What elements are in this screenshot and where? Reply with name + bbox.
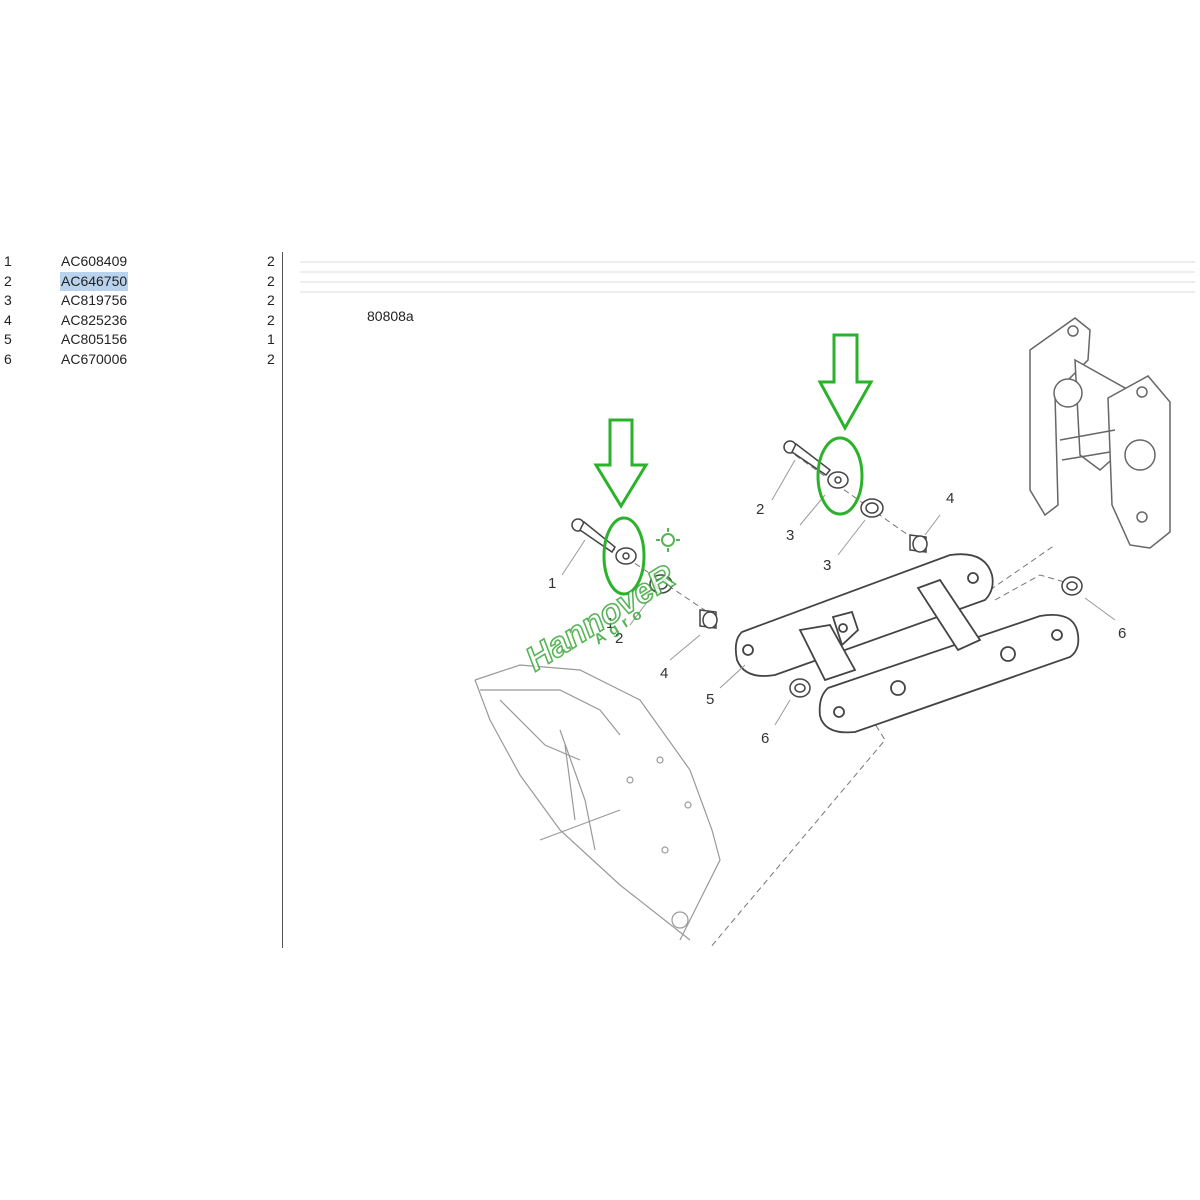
callout-label: 3 — [786, 527, 794, 544]
callout-label: 1 — [548, 575, 556, 592]
frame-assembly — [734, 553, 1080, 734]
part-code[interactable]: AC608409 — [61, 253, 128, 269]
quantity: 2 — [267, 272, 275, 289]
item-number: 2 — [4, 272, 12, 289]
item-number: 1 — [4, 253, 12, 269]
quantity: 1 — [267, 331, 275, 348]
highlight-arrow-left — [593, 418, 649, 509]
callout-label: 2 — [756, 501, 764, 518]
part-row[interactable]: 5 AC805156 1 — [0, 330, 282, 350]
callout-label: 4 — [660, 665, 668, 682]
part-code[interactable]: AC646750 — [60, 271, 129, 292]
highlight-arrow-right — [817, 333, 874, 432]
part-code[interactable]: AC805156 — [61, 331, 128, 348]
part-code[interactable]: AC825236 — [61, 311, 128, 328]
mounting-bracket — [1029, 317, 1171, 549]
background-hatch — [300, 261, 1195, 293]
item-number: 3 — [4, 292, 12, 309]
auger-housing — [474, 664, 721, 941]
highlight-oval-left — [602, 516, 646, 596]
watermark-brand: HannoveR — [519, 557, 682, 679]
callout-label: 2 — [615, 630, 623, 647]
callout-label: 6 — [1118, 625, 1126, 642]
callout-label: 1 — [606, 615, 614, 632]
fastener-stack-right — [783, 440, 928, 553]
callout-leaders — [561, 459, 1116, 726]
quantity: 2 — [267, 292, 275, 309]
parts-table: 1 AC608409 2 2 AC646750 2 3 AC819756 2 4… — [0, 252, 282, 370]
item-number: 4 — [4, 311, 12, 328]
item-number: 5 — [4, 331, 12, 348]
part-row[interactable]: 6 AC670006 2 — [0, 350, 282, 370]
quantity: 2 — [267, 253, 275, 269]
callout-labels: 1 2 3 4 1 2 3 4 5 6 6 — [548, 490, 1126, 747]
column-divider — [282, 252, 283, 948]
callout-label: 3 — [823, 557, 831, 574]
quantity: 2 — [267, 350, 275, 367]
caps — [789, 576, 1083, 698]
part-row[interactable]: 4 AC825236 2 — [0, 311, 282, 331]
part-row-selected[interactable]: 2 AC646750 2 — [0, 271, 282, 292]
part-row[interactable]: 3 AC819756 2 — [0, 291, 282, 311]
highlight-oval-right — [816, 436, 864, 516]
callout-label: 5 — [706, 691, 714, 708]
part-code[interactable]: AC670006 — [61, 350, 128, 367]
quantity: 2 — [267, 311, 275, 328]
callout-label: 4 — [946, 490, 954, 507]
part-code[interactable]: AC819756 — [61, 292, 128, 309]
gear-icon — [656, 528, 680, 552]
callout-label: 6 — [761, 730, 769, 747]
part-row[interactable]: 1 AC608409 2 — [0, 252, 282, 272]
watermark-logo: HannoveR Agro — [518, 528, 683, 680]
item-number: 6 — [4, 350, 12, 367]
diagram-reference: 80808a — [367, 308, 414, 324]
